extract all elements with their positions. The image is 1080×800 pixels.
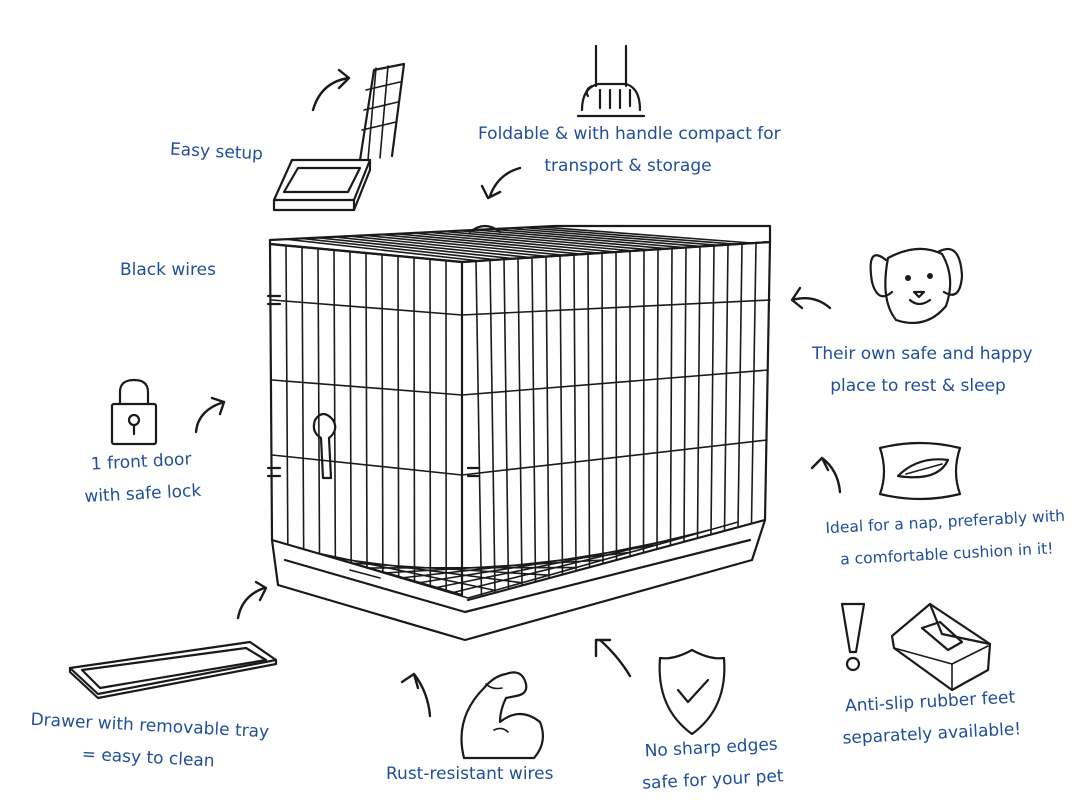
flexed-arm-icon (462, 672, 543, 758)
exclamation-icon (842, 604, 864, 670)
cushion-feather-icon (880, 443, 960, 499)
shield-check-icon (660, 650, 725, 734)
label-easy-setup: Easy setup (169, 134, 264, 171)
rubber-foot-icon (892, 604, 990, 690)
label-black-wires: Black wires (120, 254, 216, 286)
hand-handle-icon (578, 46, 644, 116)
label-anti-slip: Anti-slip rubber feet separately availab… (832, 681, 1029, 755)
folding-crate-icon (274, 64, 404, 210)
label-foldable: Foldable & with handle compact for trans… (478, 118, 778, 182)
label-drawer: Drawer with removable tray = easy to cle… (26, 704, 271, 781)
label-sharp-edges: No sharp edges safe for your pet (634, 728, 789, 800)
padlock-icon (112, 380, 156, 444)
label-safe-place: Their own safe and happy place to rest &… (812, 338, 1024, 402)
tray-icon (70, 642, 276, 698)
dog-face-icon (871, 249, 962, 323)
label-front-door: 1 front door with safe lock (78, 443, 205, 513)
wire-crate-illustration (268, 226, 770, 640)
label-rust: Rust-resistant wires (386, 758, 553, 790)
